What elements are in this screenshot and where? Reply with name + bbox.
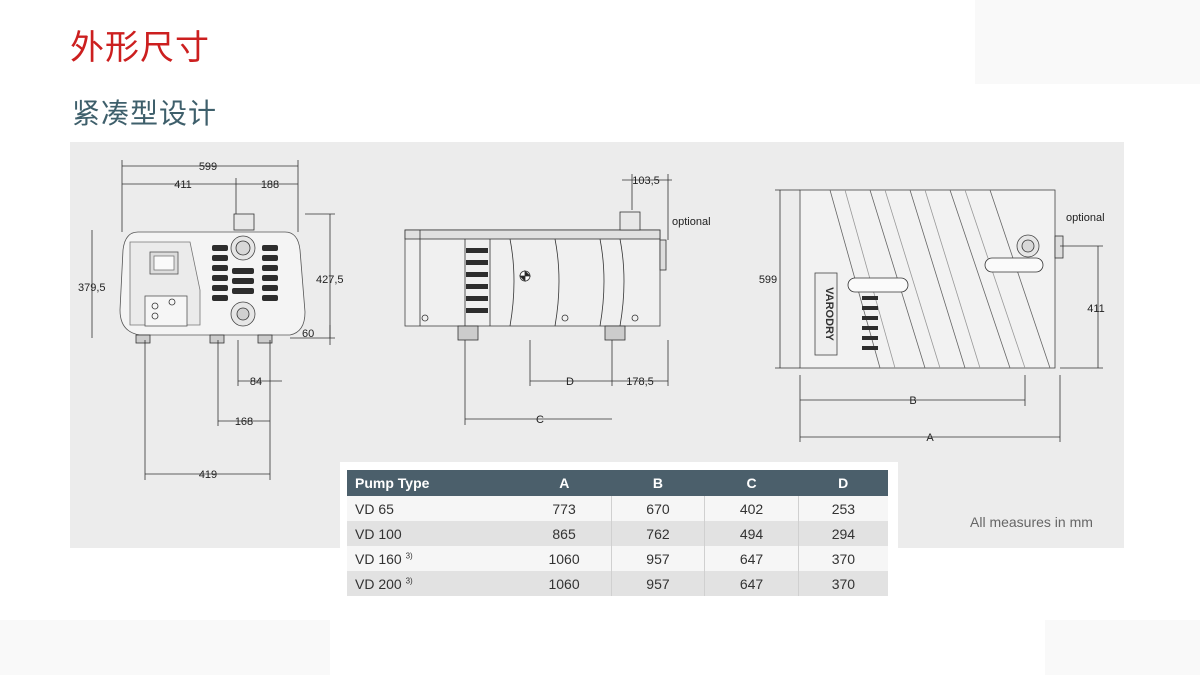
dim-B-top: B — [909, 395, 916, 407]
col-header-b: B — [611, 470, 705, 496]
spec-table: Pump Type A B C D VD 65 773 670 402 253 … — [347, 470, 888, 596]
dim-427-front: 427,5 — [316, 274, 344, 286]
col-header-d: D — [798, 470, 888, 496]
table-row: VD 100 865 762 494 294 — [347, 521, 888, 546]
cell-c: 494 — [704, 521, 799, 546]
table-header-row: Pump Type A B C D — [347, 470, 888, 496]
dim-D-side: D — [566, 376, 574, 388]
dim-599-front: 599 — [199, 161, 217, 173]
dim-A-top: A — [926, 432, 934, 444]
cell-a: 773 — [517, 496, 612, 521]
cell-a: 1060 — [517, 571, 612, 596]
cell-b: 957 — [611, 571, 706, 596]
brand-label: VARODRY — [823, 287, 835, 341]
cell-type: VD 65 — [347, 496, 518, 521]
table-row: VD 65 773 670 402 253 — [347, 496, 888, 521]
cell-d: 294 — [798, 521, 888, 546]
cell-c: 647 — [704, 571, 799, 596]
units-note: All measures in mm — [970, 514, 1093, 530]
table-row: VD 160 3) 1060 957 647 370 — [347, 546, 888, 571]
top-view — [775, 189, 1103, 442]
background-block — [0, 620, 330, 675]
cell-c: 647 — [704, 546, 799, 571]
cell-type: VD 200 3) — [347, 571, 518, 596]
dim-411-front: 411 — [174, 179, 192, 191]
cell-a: 1060 — [517, 546, 612, 571]
dim-188-front: 188 — [261, 179, 279, 191]
cell-b: 670 — [611, 496, 706, 521]
dim-84-front: 84 — [250, 376, 262, 388]
table-row: VD 200 3) 1060 957 647 370 — [347, 571, 888, 596]
dim-60-front: 60 — [302, 328, 314, 340]
col-header-a: A — [517, 470, 612, 496]
dim-411-top: 411 — [1087, 303, 1105, 315]
side-view — [404, 174, 672, 425]
dim-379-front: 379,5 — [78, 282, 106, 294]
front-view — [91, 160, 335, 480]
dim-178-side: 178,5 — [626, 376, 654, 388]
cell-d: 370 — [798, 546, 888, 571]
optional-side: optional — [672, 216, 711, 228]
cell-c: 402 — [704, 496, 799, 521]
col-header-c: C — [704, 470, 799, 496]
col-header-pump-type: Pump Type — [347, 470, 518, 496]
cell-a: 865 — [517, 521, 612, 546]
cell-b: 957 — [611, 546, 706, 571]
page-subtitle: 紧凑型设计 — [72, 97, 218, 130]
cell-type: VD 100 — [347, 521, 518, 546]
dim-168-front: 168 — [235, 416, 253, 428]
cell-d: 370 — [798, 571, 888, 596]
dim-599-top: 599 — [759, 274, 777, 286]
dim-419-front: 419 — [199, 469, 217, 481]
dim-C-side: C — [536, 414, 544, 426]
page-title: 外形尺寸 — [70, 28, 210, 68]
cell-b: 762 — [611, 521, 706, 546]
cell-type: VD 160 3) — [347, 546, 518, 571]
dim-103-side: 103,5 — [632, 175, 660, 187]
spec-table-container: Pump Type A B C D VD 65 773 670 402 253 … — [340, 462, 898, 604]
optional-top: optional — [1066, 212, 1105, 224]
cell-d: 253 — [798, 496, 888, 521]
background-block — [1045, 620, 1200, 675]
background-block — [975, 0, 1200, 84]
